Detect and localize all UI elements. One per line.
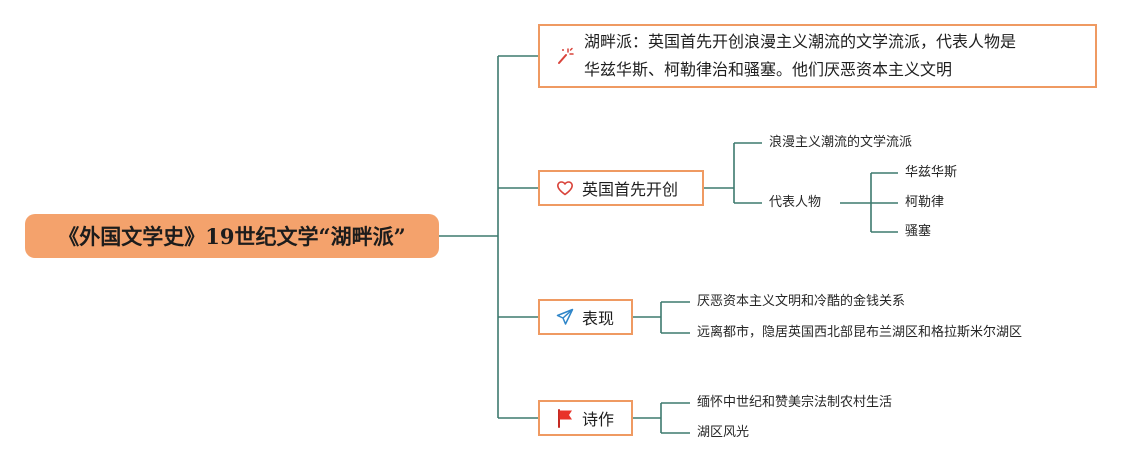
topic-label: 表现: [582, 309, 615, 328]
heart-icon: [556, 180, 574, 196]
leaf-representatives[interactable]: 代表人物: [769, 195, 822, 210]
connector-b3: [633, 301, 690, 334]
red-flag-icon: [556, 408, 574, 428]
leaf-wordsworth[interactable]: 华兹华斯: [905, 165, 958, 180]
topic-label: 诗作: [582, 410, 615, 429]
topic-text-line-2: 华兹华斯、柯勒律治和骚塞。他们厌恶资本主义文明: [584, 60, 953, 79]
topic-england-pioneer[interactable]: 英国首先开创: [538, 170, 704, 206]
leaf-lake-scenery[interactable]: 湖区风光: [697, 425, 750, 440]
topic-poetry[interactable]: 诗作: [538, 400, 633, 436]
leaf-romantic-school[interactable]: 浪漫主义潮流的文学流派: [769, 135, 913, 150]
magic-wand-icon: [556, 47, 574, 65]
topic-label: 英国首先开创: [582, 180, 679, 199]
topic-lake-poets-definition[interactable]: 湖畔派：英国首先开创浪漫主义潮流的文学流派，代表人物是 华兹华斯、柯勒律治和骚塞…: [538, 24, 1097, 88]
topic-text: 湖畔派：英国首先开创浪漫主义潮流的文学流派，代表人物是 华兹华斯、柯勒律治和骚塞…: [584, 28, 1016, 84]
leaf-medieval-rural-life[interactable]: 缅怀中世纪和赞美宗法制农村生活: [697, 395, 893, 410]
topic-manifestation[interactable]: 表现: [538, 299, 633, 335]
leaf-hate-capitalism[interactable]: 厌恶资本主义文明和冷酷的金钱关系: [697, 294, 906, 309]
leaf-southey[interactable]: 骚塞: [905, 224, 932, 239]
connector-b4: [633, 402, 690, 434]
leaf-coleridge[interactable]: 柯勒律: [905, 195, 945, 210]
root-title: 《外国文学史》19世纪文学“湖畔派”: [58, 224, 406, 249]
paper-plane-icon: [556, 308, 574, 326]
root-topic[interactable]: 《外国文学史》19世纪文学“湖畔派”: [25, 214, 439, 258]
connector-b2: [704, 142, 762, 204]
connector-rep: [840, 172, 898, 233]
leaf-lake-district-retreat[interactable]: 远离都市，隐居英国西北部昆布兰湖区和格拉斯米尔湖区: [697, 325, 1023, 340]
topic-text-line-1: 湖畔派：英国首先开创浪漫主义潮流的文学流派，代表人物是: [584, 32, 1017, 51]
